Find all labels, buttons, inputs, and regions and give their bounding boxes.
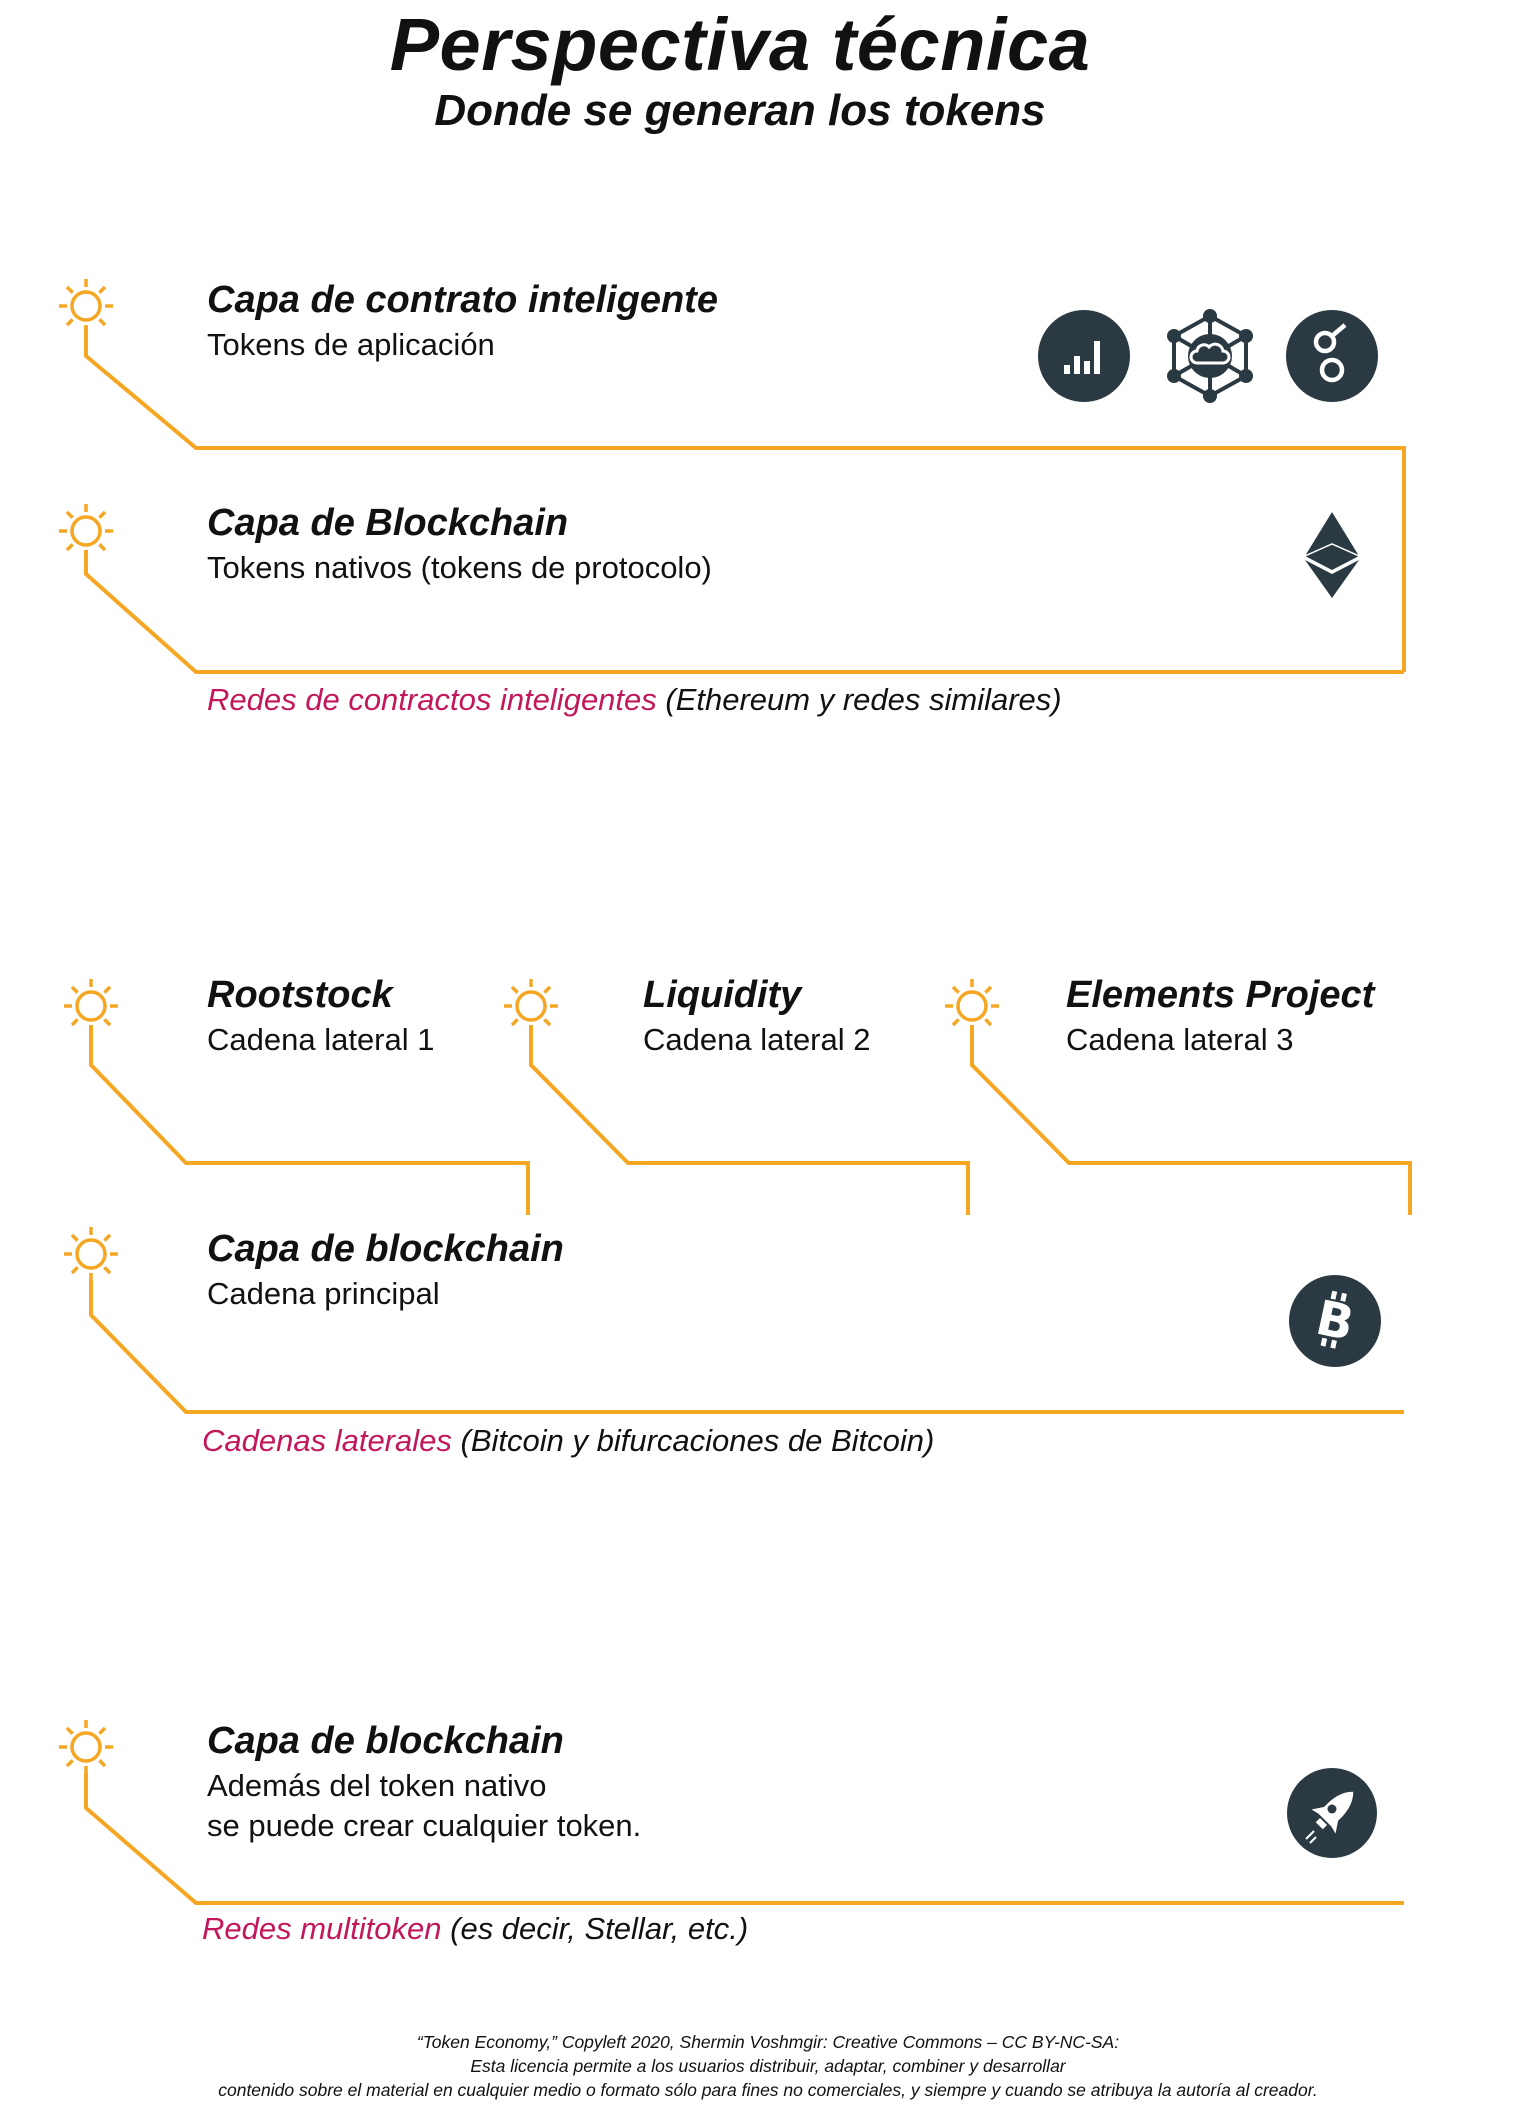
sun-icon (64, 979, 118, 1033)
sun-icon (59, 279, 113, 333)
sun-icon (64, 1227, 118, 1281)
sun-icon (59, 1720, 113, 1774)
sidechain-title-liquidity: Liquidity (643, 974, 802, 1016)
sun-icon (504, 979, 558, 1033)
sun-icon (945, 979, 999, 1033)
bitcoin-icon: B (1289, 1275, 1381, 1367)
layer-subtitle-multitoken-line1: Además del token nativo (207, 1768, 547, 1803)
caption-highlight: Redes multitoken (202, 1911, 442, 1946)
rocket-icon (1287, 1768, 1377, 1858)
footer-license: “Token Economy,” Copyleft 2020, Shermin … (0, 2030, 1536, 2102)
page-subtitle: Donde se generan los tokens (434, 86, 1046, 135)
connector-line-liquidity (529, 1025, 970, 1215)
sidechain-subtitle-rootstock: Cadena lateral 1 (207, 1022, 435, 1057)
footer-line: “Token Economy,” Copyleft 2020, Shermin … (416, 2032, 1120, 2052)
caption-smart-contract-networks: Redes de contractos inteligentes (Ethere… (207, 682, 1062, 718)
ethereum-icon (1305, 512, 1359, 598)
caption-rest: (Ethereum y redes similares) (656, 682, 1062, 717)
layer-subtitle-multitoken-line2: se puede crear cualquier token. (207, 1808, 642, 1843)
sidechain-title-elements: Elements Project (1066, 974, 1375, 1016)
connector-line-smart-contract (84, 326, 1406, 672)
cloud-network-icon (1167, 309, 1253, 403)
layer-title-main-chain: Capa de blockchain (207, 1228, 564, 1270)
footer-line: contenido sobre el material en cualquier… (218, 2080, 1318, 2101)
footer-line: Esta licencia permite a los usuarios dis… (470, 2056, 1066, 2077)
caption-highlight: Redes de contractos inteligentes (207, 682, 657, 717)
sun-icon (59, 504, 113, 558)
layer-subtitle-blockchain-1: Tokens nativos (tokens de protocolo) (207, 550, 712, 585)
caption-rest: (Bitcoin y bifurcaciones de Bitcoin) (451, 1423, 935, 1458)
connector-line-main-chain (89, 1280, 1404, 1414)
connector-line-rootstock (89, 1025, 530, 1215)
connector-line-blockchain-1 (84, 550, 1404, 674)
sidechain-title-rootstock: Rootstock (207, 974, 393, 1016)
page-title: Perspectiva técnica (389, 3, 1091, 86)
layer-subtitle-smart-contract: Tokens de aplicación (207, 327, 495, 362)
layer-title-blockchain-1: Capa de Blockchain (207, 502, 569, 544)
caption-sidechains: Cadenas laterales (Bitcoin y bifurcacion… (202, 1423, 934, 1459)
layer-title-smart-contract: Capa de contrato inteligente (207, 279, 718, 321)
bar-chart-icon (1038, 310, 1130, 402)
caption-multitoken-networks: Redes multitoken (es decir, Stellar, etc… (202, 1911, 748, 1947)
connector-line-multitoken (84, 1773, 1404, 1905)
layer-subtitle-main-chain: Cadena principal (207, 1276, 440, 1311)
sidechain-subtitle-liquidity: Cadena lateral 2 (643, 1022, 871, 1057)
layer-title-multitoken: Capa de blockchain (207, 1720, 564, 1762)
caption-highlight: Cadenas laterales (202, 1423, 452, 1458)
glasses-token-icon (1286, 310, 1378, 402)
connector-line-elements (970, 1025, 1412, 1215)
caption-rest: (es decir, Stellar, etc.) (441, 1911, 749, 1946)
sidechain-subtitle-elements: Cadena lateral 3 (1066, 1022, 1294, 1057)
